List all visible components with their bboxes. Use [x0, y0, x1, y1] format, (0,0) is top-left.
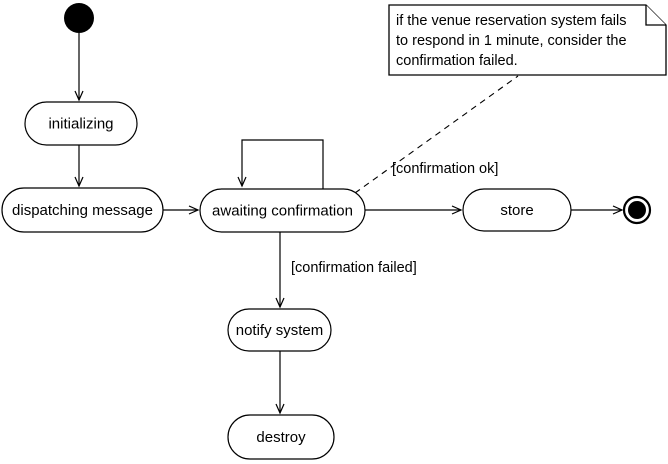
initial-state-node[interactable] [64, 3, 94, 33]
state-shape [24, 101, 138, 146]
state-shape [462, 188, 572, 232]
state-label-store: store [500, 202, 533, 219]
state-label-awaiting-confirmation: awaiting confirmation [212, 202, 353, 219]
note-text-line-1: if the venue reservation system fails [396, 13, 627, 29]
note-text-line-3: confirmation failed. [396, 53, 518, 69]
note-comment[interactable]: if the venue reservation system fails to… [388, 4, 667, 76]
state-label-destroy: destroy [256, 429, 306, 446]
guard-label-confirmation-ok: [confirmation ok] [392, 161, 498, 177]
transition-awaiting-self-loop[interactable] [242, 139, 324, 189]
state-node-dispatching-message[interactable]: dispatching message [1, 187, 164, 233]
final-state-node[interactable] [622, 195, 652, 225]
state-node-initializing[interactable]: initializing [24, 101, 138, 146]
state-node-notify-system[interactable]: notify system [227, 308, 332, 352]
note-anchor-dashed-line [354, 75, 519, 194]
note-anchor-line [354, 75, 519, 194]
state-shape [199, 188, 366, 233]
state-label-initializing: initializing [48, 115, 113, 132]
state-node-awaiting-confirmation[interactable]: awaiting confirmation [199, 188, 366, 233]
state-shape [227, 308, 332, 352]
state-label-notify-system: notify system [236, 322, 324, 339]
state-shape [227, 414, 335, 460]
state-node-destroy[interactable]: destroy [227, 414, 335, 460]
initial-state-dot [64, 3, 94, 33]
state-label-dispatching-message: dispatching message [12, 202, 153, 219]
note-text-line-2: to respond in 1 minute, consider the [396, 33, 627, 49]
note-fold-corner-icon [645, 5, 666, 26]
final-state-dot [628, 201, 646, 219]
guard-label-confirmation-failed: [confirmation failed] [291, 260, 417, 276]
self-loop-path [242, 139, 324, 189]
state-node-store[interactable]: store [462, 188, 572, 232]
note-body [388, 4, 667, 76]
state-shape [1, 187, 164, 233]
